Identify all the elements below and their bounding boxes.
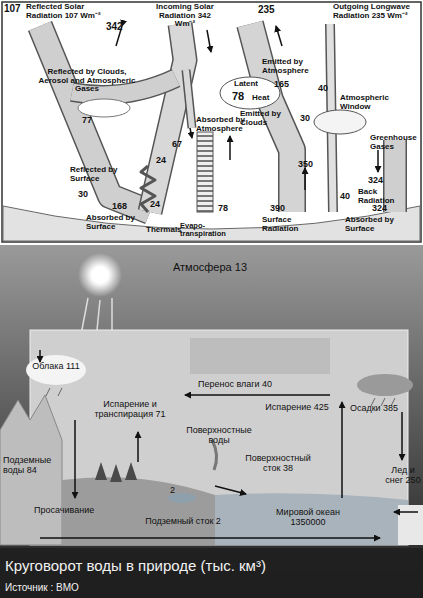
text-label: Evapo-transpiration bbox=[180, 222, 238, 238]
text-label: Осадки 385 bbox=[348, 404, 400, 414]
text-label: Incoming Solar Radiation 342 Wm⁻² bbox=[150, 3, 220, 29]
text-label: Испарение 425 bbox=[262, 403, 332, 413]
text-label: Back Radiation bbox=[358, 188, 410, 205]
value-label: 324 bbox=[372, 204, 396, 214]
text-label: Reflected by Surface bbox=[70, 166, 126, 183]
caption: Круговорот воды в природе (тыс. км³) bbox=[5, 558, 418, 574]
value-label: 40 bbox=[340, 192, 358, 202]
value-label: 324 bbox=[368, 176, 392, 186]
text-label: Облака 111 bbox=[28, 362, 84, 372]
text-label: Emitted by Atmosphere bbox=[262, 58, 318, 75]
value-label: 67 bbox=[172, 140, 190, 150]
text-label: Outgoing Longwave Radiation 235 Wm⁻² bbox=[333, 3, 419, 20]
text-label: Atmospheric Window bbox=[340, 94, 390, 111]
value-label: 165 bbox=[274, 80, 296, 90]
text-label: Подземный сток 2 bbox=[120, 517, 246, 527]
value-label: 168 bbox=[112, 202, 136, 212]
text-label: Перенос влаги 40 bbox=[170, 380, 300, 390]
text-label: Источник : ВМО bbox=[5, 583, 185, 594]
text-label: Поверхностный сток 38 bbox=[240, 454, 316, 473]
text-label: Просачивание bbox=[34, 506, 118, 516]
value-label: 30 bbox=[300, 114, 318, 124]
value-label: 107 bbox=[4, 4, 26, 15]
value-label: 2 bbox=[170, 486, 184, 496]
value-label: 24 bbox=[156, 156, 174, 166]
text-label: Surface Radiation bbox=[262, 216, 328, 233]
text-label: Подземные воды 84 bbox=[3, 456, 53, 475]
text-label: Greenhouse Gases bbox=[370, 134, 420, 151]
value-label: 24 bbox=[150, 200, 168, 210]
value-label: 78 bbox=[232, 91, 252, 103]
text-label: Атмосфера 13 bbox=[150, 262, 270, 274]
text-label: Latent bbox=[234, 80, 268, 89]
text-label: Reflected by Clouds, Aerosol and Atmosph… bbox=[38, 68, 136, 94]
value-label: 40 bbox=[318, 84, 336, 94]
value-label: 235 bbox=[258, 5, 282, 16]
text-label: Emitted by Clouds bbox=[240, 110, 290, 127]
value-label: 78 bbox=[218, 204, 236, 214]
value-label: 77 bbox=[82, 116, 102, 126]
text-label: Испарение и транспирация 71 bbox=[88, 400, 172, 419]
text-label: Absorbed by Surface bbox=[345, 216, 419, 233]
value-label: 30 bbox=[78, 190, 96, 200]
value-label: 342 bbox=[106, 22, 130, 33]
text-label: Мировой океан 1350000 bbox=[258, 508, 358, 527]
text-label: Absorbed by Atmosphere bbox=[196, 116, 256, 133]
text-label: Absorbed by Surface bbox=[86, 214, 146, 231]
value-label: 390 bbox=[270, 204, 294, 214]
text-label: Heat bbox=[252, 94, 278, 103]
text-label: Поверхностные воды bbox=[186, 426, 252, 445]
text-label: Reflected Solar Radiation 107 Wm⁻² bbox=[26, 3, 106, 20]
text-label: Лед и снег 250 bbox=[385, 466, 421, 485]
value-label: 350 bbox=[298, 160, 322, 170]
